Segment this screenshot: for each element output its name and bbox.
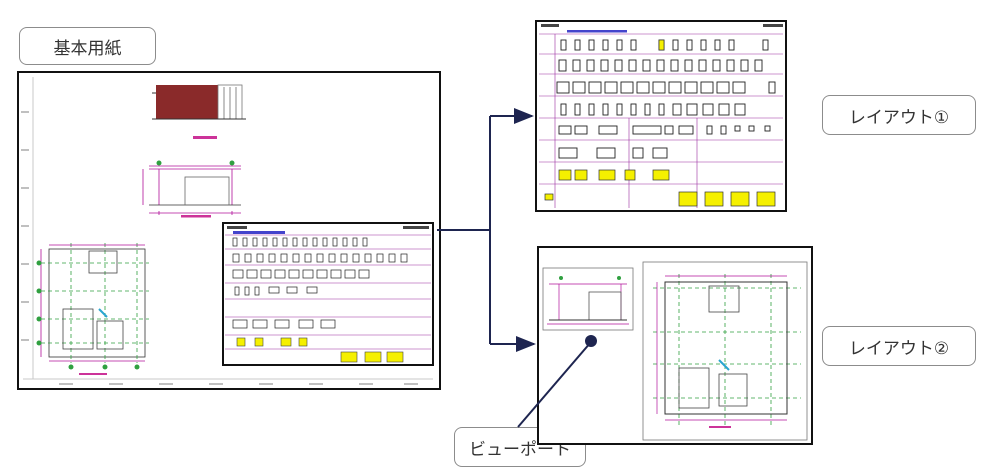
layout2-sheet (537, 246, 813, 445)
arrow-right-icon (437, 108, 536, 352)
layout2-label: レイアウト② (822, 326, 976, 366)
base-sheet-drawing (21, 77, 434, 385)
viewport-section (542, 267, 634, 331)
layout1-sheet (535, 20, 787, 212)
base-sheet (17, 71, 441, 390)
fixture-table-inset (222, 222, 434, 366)
layout2-drawing (542, 261, 808, 441)
elevation-drawing (152, 84, 246, 139)
base-sheet-label: 基本用紙 (19, 27, 156, 65)
section-drawing (142, 165, 241, 215)
layout1-drawing (539, 24, 783, 208)
floor-plan (40, 243, 149, 363)
viewport-pointer-icon (517, 335, 597, 428)
viewport-floor-plan (642, 261, 808, 441)
layout1-label: レイアウト① (822, 95, 976, 135)
